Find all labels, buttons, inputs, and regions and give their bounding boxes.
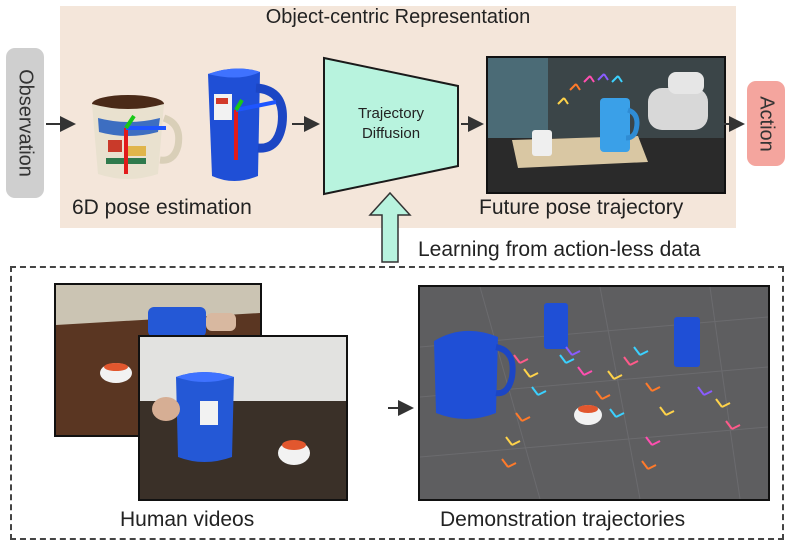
diffusion-label-line1: Trajectory bbox=[357, 105, 425, 122]
demo-trajectories-image bbox=[418, 285, 770, 501]
demo-trajectories-scene bbox=[420, 287, 768, 499]
trajectory-diffusion-block bbox=[323, 56, 459, 196]
pitcher-pose-image bbox=[208, 68, 287, 181]
human-data-region bbox=[10, 266, 784, 540]
future-pose-label: Future pose trajectory bbox=[479, 196, 684, 219]
demo-trajectories-label: Demonstration trajectories bbox=[440, 508, 686, 531]
human-videos-label: Human videos bbox=[120, 508, 255, 531]
robot-scene bbox=[488, 58, 724, 192]
human-video-frame-2 bbox=[138, 335, 348, 501]
observation-label: Observation bbox=[14, 69, 37, 177]
pose-estimation-label: 6D pose estimation bbox=[72, 196, 252, 219]
video-frame-2-scene bbox=[140, 337, 346, 499]
action-box: Action bbox=[747, 81, 785, 166]
action-label: Action bbox=[755, 95, 778, 152]
mug-pose-image bbox=[92, 95, 183, 179]
panel-title: Object-centric Representation bbox=[265, 6, 531, 28]
future-trajectory-image bbox=[486, 56, 726, 194]
diffusion-label-line2: Diffusion bbox=[361, 125, 421, 142]
diffusion-label: Trajectory Diffusion bbox=[332, 104, 450, 144]
observation-box: Observation bbox=[6, 48, 44, 198]
learning-label: Learning from action-less data bbox=[418, 238, 701, 261]
